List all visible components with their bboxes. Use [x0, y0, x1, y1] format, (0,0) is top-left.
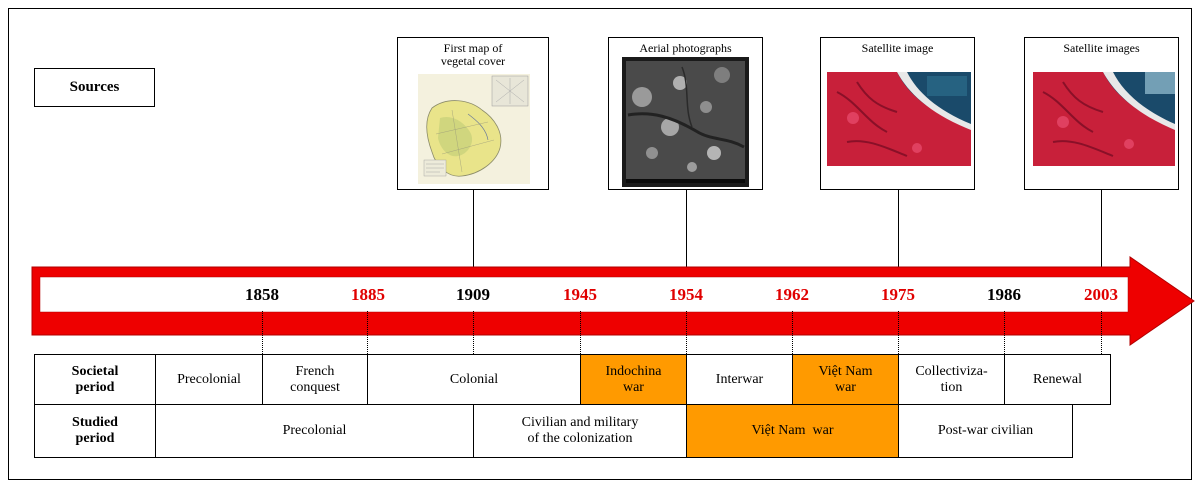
- year-guide: [898, 311, 899, 354]
- source-box-satellite-2003: Satellite images: [1024, 37, 1179, 190]
- satellite-image: [1033, 72, 1175, 166]
- year-guide: [1101, 311, 1102, 354]
- studied-cell: Civilian and military of the colonizatio…: [473, 404, 687, 458]
- aerial-photo-image: [622, 57, 749, 187]
- year-guide: [473, 311, 474, 354]
- connector-2003: [1101, 190, 1102, 288]
- sources-label: Sources: [34, 68, 155, 107]
- societal-cell: Renewal: [1004, 354, 1111, 405]
- societal-cell: Precolonial: [155, 354, 263, 405]
- year-label: 1986: [987, 285, 1021, 304]
- figure-frame: [8, 8, 1192, 480]
- source-box-satellite-1975: Satellite image: [820, 37, 975, 190]
- societal-cell: French conquest: [262, 354, 368, 405]
- connector-1954: [686, 190, 687, 288]
- satellite-image: [827, 72, 971, 166]
- year-label: 1858: [245, 285, 279, 304]
- studied-period-header: Studied period: [34, 404, 156, 458]
- year-label: 2003: [1084, 285, 1118, 304]
- year-label: 1909: [456, 285, 490, 304]
- source-box-map: First map of vegetal cover: [397, 37, 549, 190]
- year-label: 1954: [669, 285, 703, 304]
- year-label: 1945: [563, 285, 597, 304]
- year-guide: [686, 311, 687, 354]
- studied-cell: Precolonial: [155, 404, 474, 458]
- connector-1909: [473, 190, 474, 288]
- societal-cell: Collectiviza- tion: [898, 354, 1005, 405]
- societal-cell: Colonial: [367, 354, 581, 405]
- source-caption: Satellite images: [1063, 41, 1140, 55]
- source-box-aerial: Aerial photographs: [608, 37, 763, 190]
- source-caption: Aerial photographs: [639, 41, 732, 55]
- source-caption: Satellite image: [861, 41, 934, 55]
- year-guide: [262, 311, 263, 354]
- year-label: 1975: [881, 285, 915, 304]
- societal-cell: Indochina war: [580, 354, 687, 405]
- timeline-arrow: [31, 256, 1195, 346]
- vegetation-map-image: [418, 74, 530, 184]
- studied-cell: Việt Nam war: [686, 404, 899, 458]
- year-label: 1885: [351, 285, 385, 304]
- year-guide: [1004, 311, 1005, 354]
- year-guide: [580, 311, 581, 354]
- source-caption: First map of vegetal cover: [440, 41, 506, 68]
- year-guide: [367, 311, 368, 354]
- societal-cell: Việt Nam war: [792, 354, 899, 405]
- year-label: 1962: [775, 285, 809, 304]
- societal-cell: Interwar: [686, 354, 793, 405]
- connector-1975: [898, 190, 899, 288]
- societal-period-header: Societal period: [34, 354, 156, 405]
- studied-cell: Post-war civilian: [898, 404, 1073, 458]
- year-guide: [792, 311, 793, 354]
